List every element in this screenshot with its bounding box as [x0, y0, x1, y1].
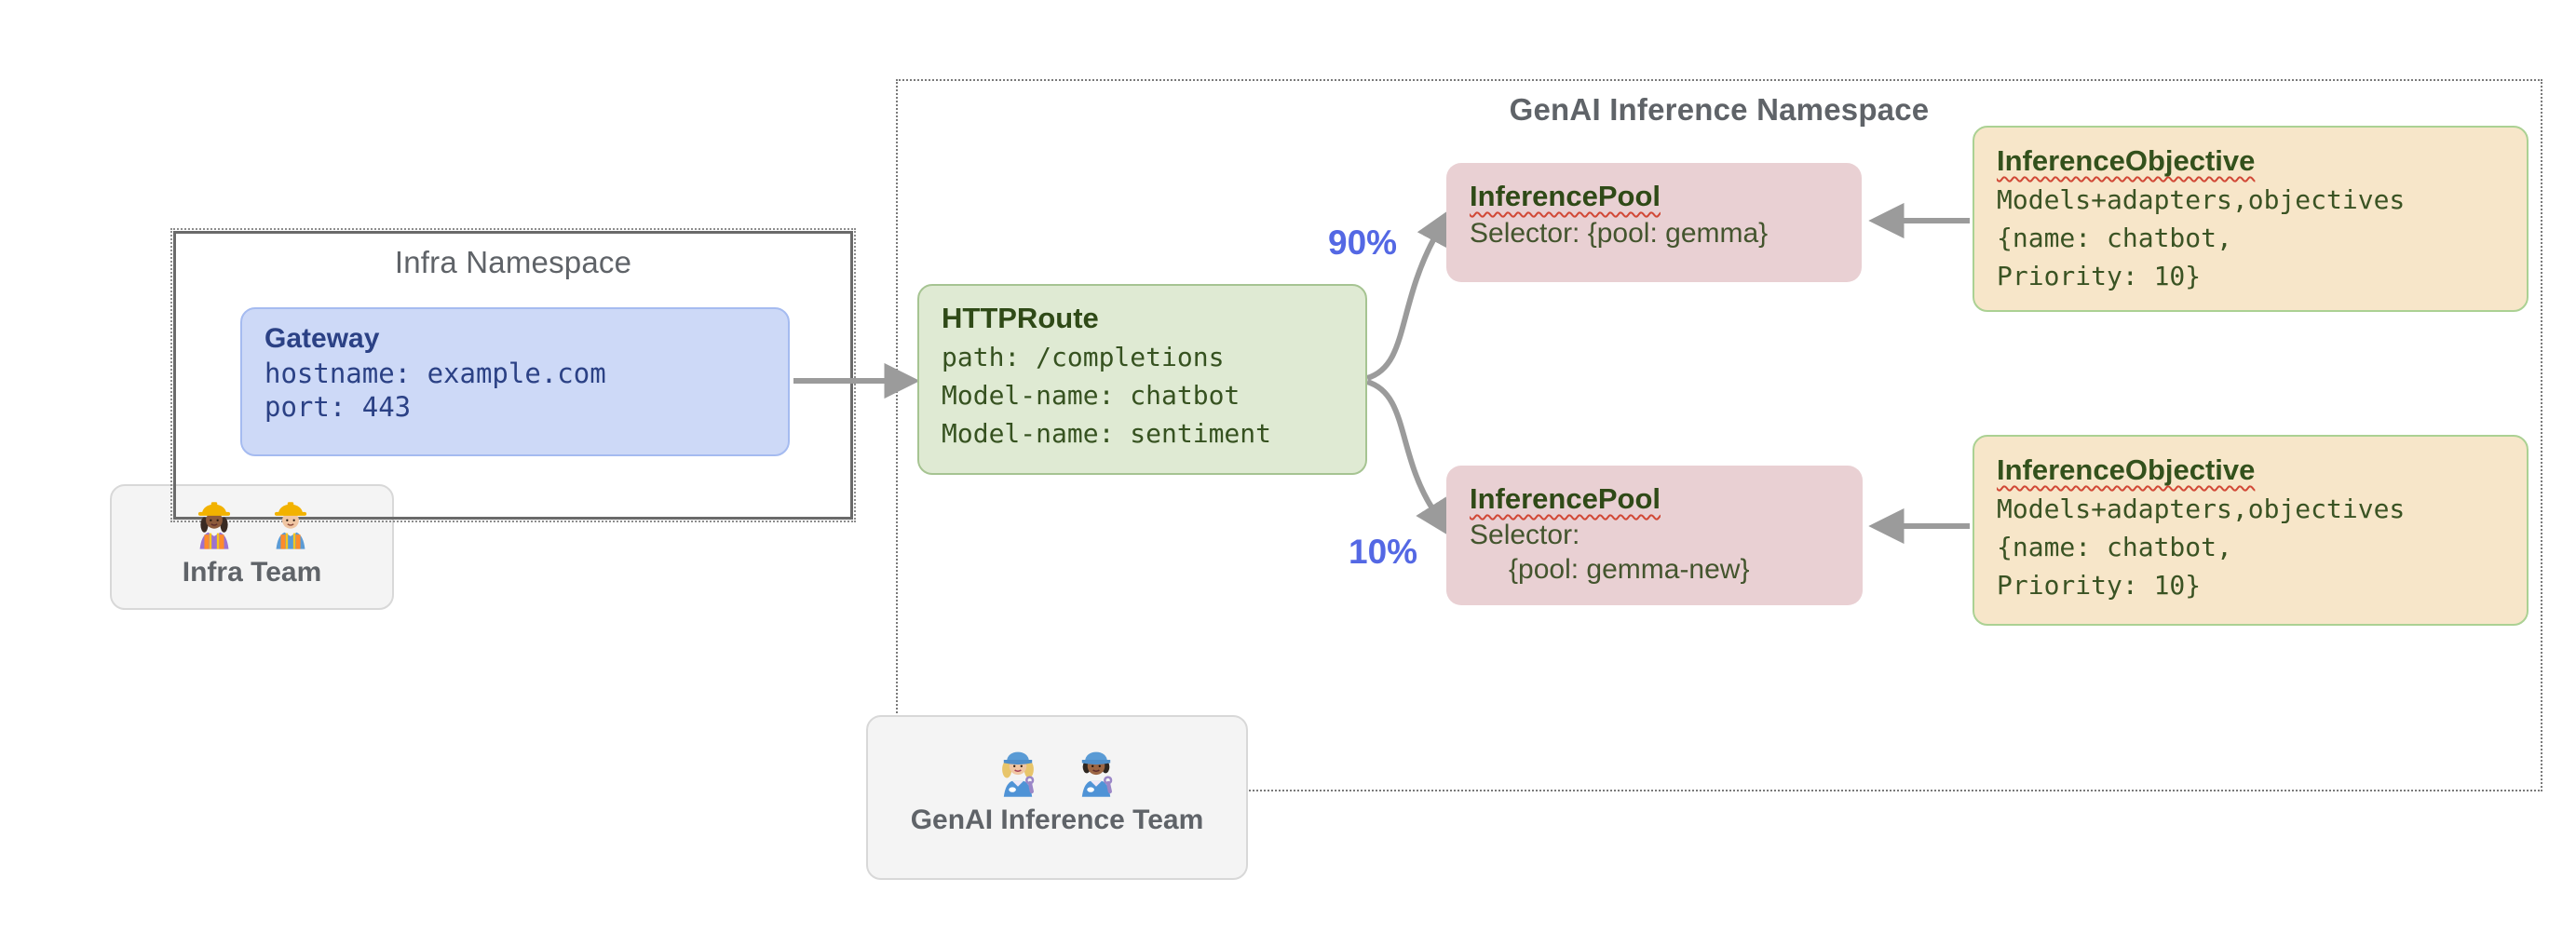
genai-namespace-title: GenAI Inference Namespace: [1509, 92, 1930, 127]
objective-bottom-priority: Priority: 10}: [1997, 570, 2202, 601]
inferencepool-top-selector: Selector: {pool: gemma}: [1470, 218, 1769, 249]
objective-bottom-models: Models+adapters,objectives: [1997, 494, 2406, 524]
woman-construction-worker-dark-skin-icon: [197, 502, 230, 549]
httproute-path: path: /completions: [942, 342, 1225, 372]
infra-namespace-box: Infra Namespace: [170, 228, 856, 522]
genai-team-content: GenAI Inference Team: [866, 743, 1248, 836]
gateway-port: port: 443: [264, 391, 412, 423]
infra-team-label: Infra Team: [182, 557, 322, 588]
genai-team-card: [866, 715, 1248, 880]
inferenceobjective-bottom-title: InferenceObjective: [1997, 453, 2256, 486]
genai-namespace-box: GenAI Inference Namespace: [896, 79, 2542, 791]
traffic-split-90-label: 90%: [1328, 223, 1398, 262]
man-mechanic-dark-skin-icon: [1081, 751, 1113, 797]
gateway-box: Gateway hostname: example.com port: 443: [240, 307, 790, 456]
objective-top-name: {name: chatbot,: [1997, 223, 2232, 253]
infra-team-card: [110, 484, 394, 610]
traffic-split-10-label: 10%: [1349, 533, 1418, 571]
infra-team-content: Infra Team: [110, 497, 394, 588]
inferencepool-bottom-selector-value: {pool: gemma-new}: [1509, 554, 1750, 585]
inferencepool-bottom-title: InferencePool: [1470, 482, 1661, 515]
arrow-httproute-to-pool-bottom: [1365, 379, 1451, 537]
inferenceobjective-top-box: InferenceObjective Models+adapters,objec…: [1973, 126, 2529, 312]
inferenceobjective-bottom-box: InferenceObjective Models+adapters,objec…: [1973, 435, 2529, 626]
httproute-box: HTTPRoute path: /completions Model-name:…: [917, 284, 1367, 475]
man-construction-worker-icon: [274, 502, 306, 549]
inferenceobjective-top-title: InferenceObjective: [1997, 144, 2256, 177]
woman-mechanic-icon: [1002, 751, 1035, 797]
objective-bottom-name: {name: chatbot,: [1997, 532, 2232, 562]
httproute-model-sentiment: Model-name: sentiment: [942, 418, 1272, 449]
inferencepool-top-title: InferencePool: [1470, 180, 1661, 212]
httproute-title: HTTPRoute: [942, 302, 1099, 334]
genai-team-label: GenAI Inference Team: [910, 805, 1204, 835]
infra-namespace-title: Infra Namespace: [394, 245, 632, 279]
arrow-httproute-to-pool-top: [1365, 209, 1450, 381]
inferencepool-bottom-selector: Selector:: [1470, 520, 1580, 550]
inferencepool-top-box: InferencePool Selector: {pool: gemma}: [1446, 163, 1862, 282]
gateway-title: Gateway: [264, 323, 380, 354]
httproute-model-chatbot: Model-name: chatbot: [942, 380, 1241, 411]
objective-top-priority: Priority: 10}: [1997, 261, 2202, 291]
inferencepool-bottom-box: InferencePool Selector: {pool: gemma-new…: [1446, 466, 1863, 605]
gateway-hostname: hostname: example.com: [264, 358, 606, 389]
objective-top-models: Models+adapters,objectives: [1997, 184, 2406, 215]
